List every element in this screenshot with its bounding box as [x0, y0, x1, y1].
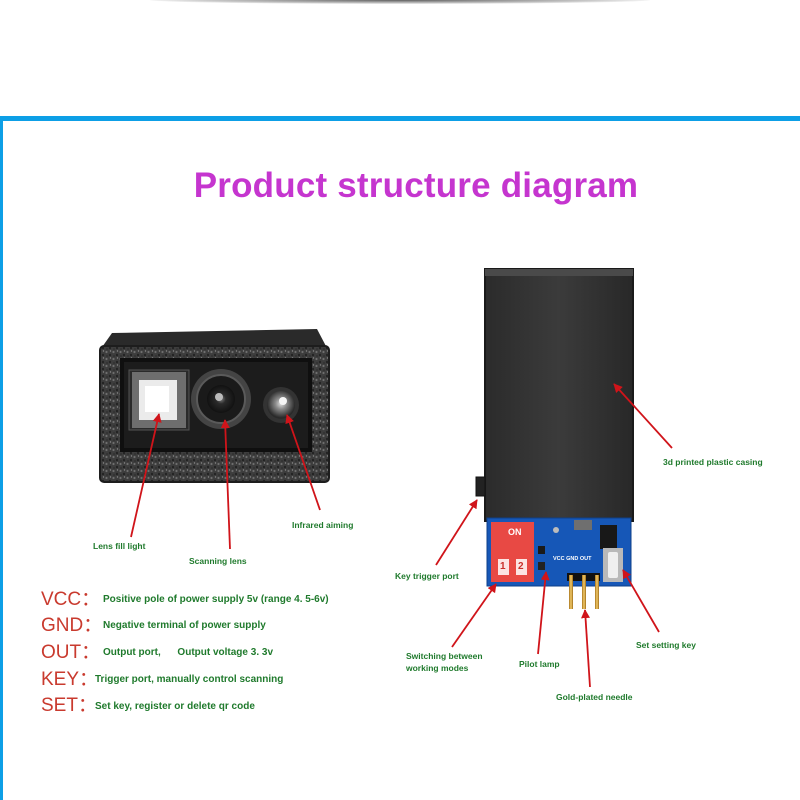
label-key-trigger-port: Key trigger port — [395, 571, 459, 581]
label-lens-fill-light: Lens fill light — [93, 541, 146, 551]
legend-term-gnd: GND： — [41, 615, 103, 636]
label-switching-modes-line2: working modes — [406, 663, 469, 673]
infrared-aiming-icon — [263, 387, 299, 423]
scanner-module-front — [99, 329, 330, 483]
legend-desc-vcc: Positive pole of power supply 5v (range … — [103, 594, 329, 605]
legend-term-set: SET： — [41, 695, 97, 716]
label-gold-plated-needle: Gold-plated needle — [556, 692, 633, 702]
legend-desc-gnd: Negative terminal of power supply — [103, 620, 266, 631]
label-plastic-casing: 3d printed plastic casing — [663, 457, 763, 467]
callout-arrows — [130, 383, 673, 688]
label-pilot-lamp: Pilot lamp — [519, 659, 560, 669]
set-key-button — [603, 548, 623, 582]
circuit-board — [486, 517, 632, 609]
fill-light-icon — [128, 369, 190, 431]
legend-term-out: OUT： — [41, 642, 101, 663]
legend-term-key: KEY： — [41, 669, 99, 690]
scanner-module-casing — [475, 268, 634, 522]
legend-desc-out: Output port, Output voltage 3. 3v — [103, 647, 273, 658]
dip-2-label: 2 — [518, 561, 524, 572]
pin-labels: VCC GND OUT — [553, 556, 592, 562]
label-switching-modes-line1: Switching between — [406, 651, 483, 661]
label-scanning-lens: Scanning lens — [189, 556, 247, 566]
dip-switch — [491, 522, 534, 582]
dip-on-label: ON — [508, 527, 522, 537]
legend-desc-set: Set key, register or delete qr code — [95, 701, 255, 712]
dip-1-label: 1 — [500, 561, 506, 572]
scanning-lens-icon — [191, 369, 251, 429]
top-shadow — [150, 0, 650, 4]
label-switching-modes: Switching between working modes — [406, 650, 483, 674]
gold-pins — [567, 573, 600, 609]
label-infrared-aiming: Infrared aiming — [292, 520, 354, 530]
label-set-setting-key: Set setting key — [636, 640, 696, 650]
legend-term-vcc: VCC： — [41, 589, 101, 610]
page-title: Product structure diagram — [193, 166, 639, 205]
legend-desc-key: Trigger port, manually control scanning — [95, 674, 284, 685]
